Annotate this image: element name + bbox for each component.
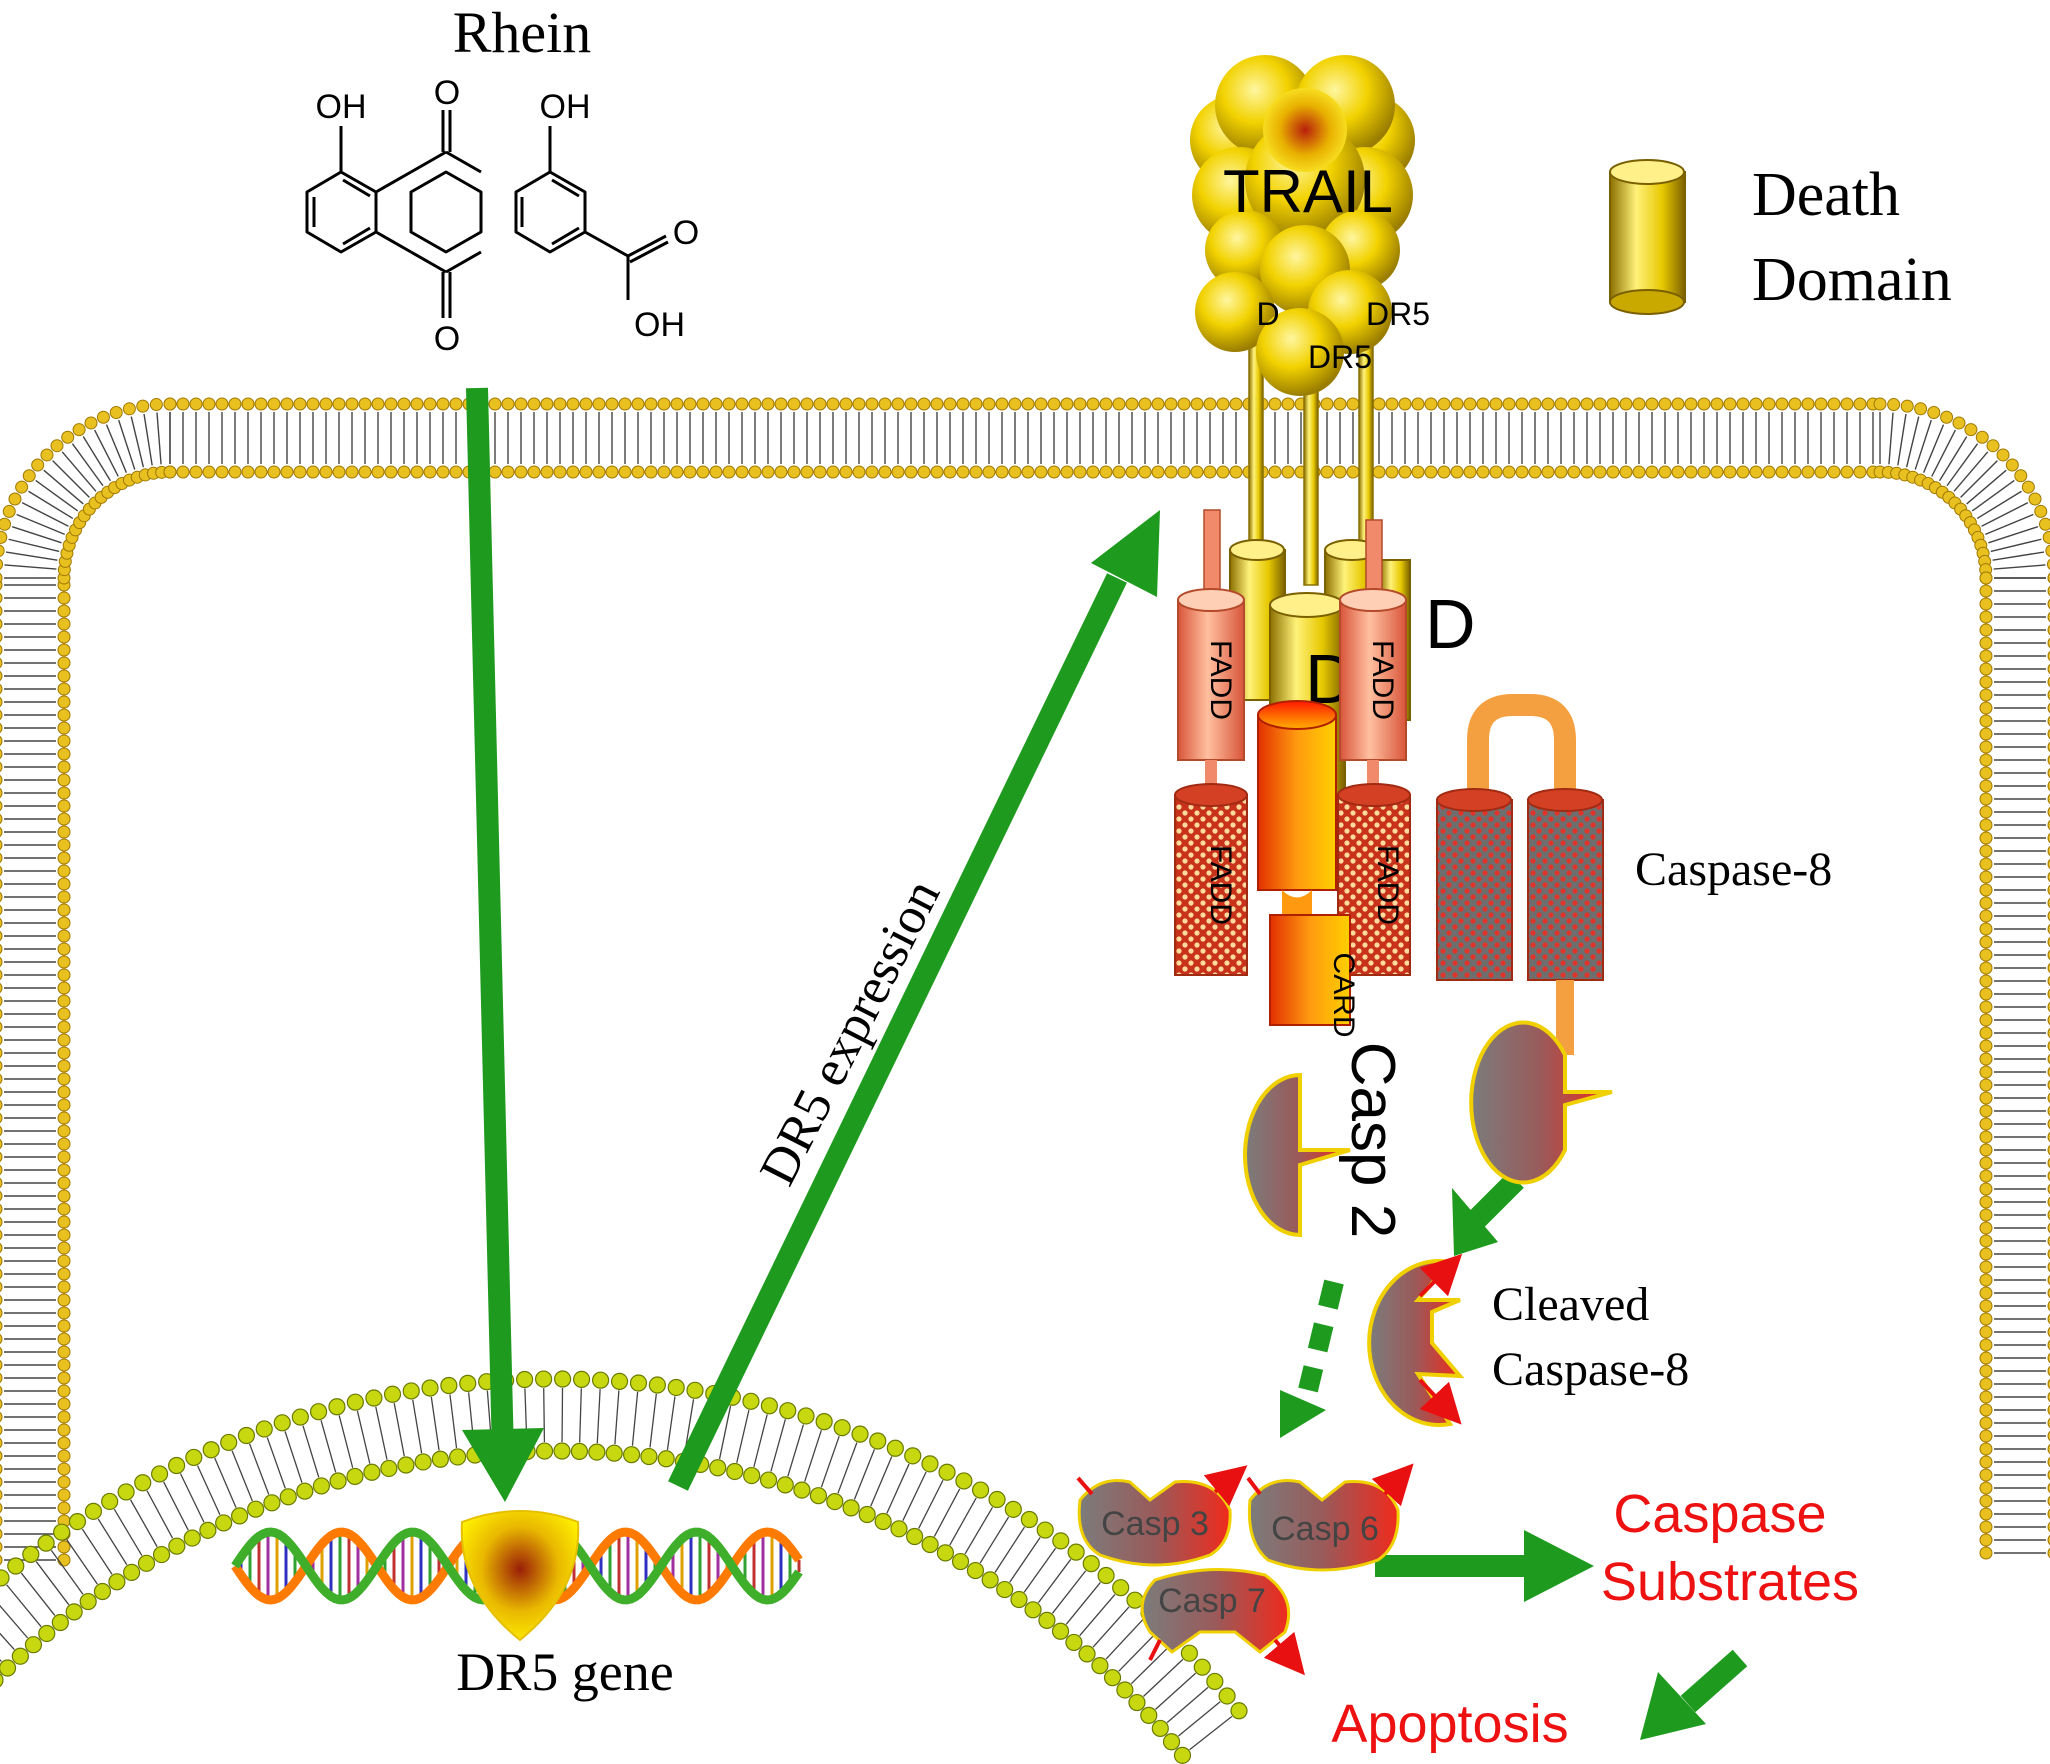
- death-domain-legend-icon: [1609, 159, 1686, 315]
- atom-oh-right: OH: [540, 88, 591, 126]
- trail-ligand: [1190, 55, 1415, 396]
- casp7-label: Casp 7: [1158, 1582, 1266, 1620]
- card-label: CARD: [1327, 952, 1360, 1037]
- substrates-line2: Substrates: [1601, 1552, 1859, 1612]
- atom-o-bottom: O: [434, 320, 460, 358]
- substrates-line1: Caspase: [1613, 1484, 1826, 1544]
- trail-label: TRAIL: [1223, 158, 1393, 225]
- rhein-structure: [305, 110, 669, 318]
- cleaved-caspase8: [1367, 1253, 1465, 1427]
- dr5-expression-arrow: [668, 510, 1160, 1491]
- effector-to-substrates-arrow: [1375, 1530, 1594, 1602]
- atom-oh-acid: OH: [634, 306, 685, 344]
- fadd-label-3: FADD: [1204, 845, 1237, 925]
- procaspase8: [1436, 694, 1613, 1185]
- apoptosis-label: Apoptosis: [1331, 1694, 1568, 1754]
- rhein-title: Rhein: [453, 0, 592, 65]
- casp7: [1140, 1568, 1292, 1660]
- casp2-shape: [1243, 1072, 1351, 1238]
- dr5-label-c: D: [1256, 296, 1279, 332]
- dr5-label-b: DR5: [1308, 339, 1372, 375]
- casp2-label: Casp 2: [1338, 1042, 1407, 1238]
- fadd-label-4: FADD: [1371, 845, 1404, 925]
- caspase8-label: Caspase-8: [1635, 843, 1832, 896]
- cleaved-label-line2: Caspase-8: [1492, 1343, 1689, 1396]
- caspase8-to-cleaved-arrow: [1452, 1172, 1524, 1256]
- casp3: [1076, 1478, 1232, 1567]
- dr5-gene-marker: [460, 1510, 580, 1642]
- fadd-complex: [1174, 509, 1411, 1026]
- dr5-gene-label: DR5 gene: [456, 1642, 673, 1702]
- rhein-atom-labels: OH O OH O O OH: [316, 74, 700, 358]
- dd-label-a: D: [1425, 585, 1476, 663]
- casp3-label: Casp 3: [1101, 1505, 1209, 1543]
- atom-o-top: O: [434, 74, 460, 112]
- fadd-label-1: FADD: [1204, 640, 1237, 720]
- legend-line1: Death: [1752, 161, 1900, 229]
- rhein-to-gene-arrow: [462, 387, 544, 1502]
- dr5-label-a: DR5: [1366, 296, 1430, 332]
- fadd-labels: FADD FADD FADD FADD CARD: [1204, 640, 1404, 1038]
- atom-oh-left: OH: [316, 88, 367, 126]
- atom-o-acid: O: [673, 214, 699, 252]
- dr5-transmembrane-stems: [1248, 334, 1374, 586]
- fadd-label-2: FADD: [1366, 640, 1399, 720]
- cell-membrane: [0, 397, 2050, 1567]
- casp6-label: Casp 6: [1271, 1510, 1379, 1548]
- cleaved-label-line1: Cleaved: [1492, 1278, 1649, 1331]
- substrates-to-apoptosis-arrow: [1640, 1649, 1748, 1740]
- nuclear-membrane: [0, 1370, 1248, 1764]
- legend-line2: Domain: [1752, 246, 1952, 314]
- casp2-dashed-arrow: [1280, 1279, 1344, 1438]
- casp6: [1246, 1478, 1400, 1572]
